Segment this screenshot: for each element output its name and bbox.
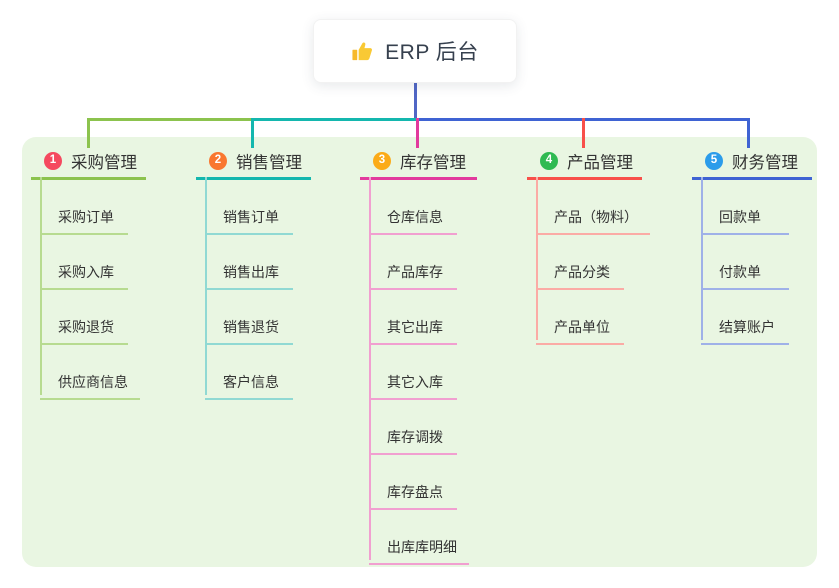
branch-connector-segment-1 [87,118,253,121]
child-node[interactable]: 库存盘点 [369,455,457,510]
branch-node-4: 4 产品管理产品（物料） 产品分类产品单位 [527,149,650,345]
child-label: 库存盘点 [387,484,443,500]
branch-children: 产品（物料） 产品分类产品单位 [527,177,650,345]
branch-badge: 2 [209,152,227,170]
child-label: 产品（物料） [554,209,638,225]
branch-node-2: 2 销售管理销售订单销售出库销售退货客户信息 [196,149,311,400]
root-label: ERP 后台 [385,41,479,64]
child-label: 产品库存 [387,264,443,280]
branch-children: 回款单付款单结算账户 [692,177,812,345]
branch-header[interactable]: 5 财务管理 [692,149,812,180]
branch-connector-drop-1 [87,118,90,148]
child-node[interactable]: 供应商信息 [40,345,140,400]
child-label: 采购入库 [58,264,114,280]
root-connector-vertical [414,83,417,118]
child-label: 销售订单 [223,209,279,225]
branch-header[interactable]: 3 库存管理 [360,149,477,180]
child-node[interactable]: 采购退货 [40,290,128,345]
branch-connector-drop-3 [416,118,419,148]
child-node[interactable]: 采购订单 [40,180,128,235]
child-label: 采购订单 [58,209,114,225]
branch-label: 采购管理 [71,154,137,172]
child-node[interactable]: 产品（物料） [536,180,650,235]
child-label: 销售退货 [223,319,279,335]
branch-header[interactable]: 4 产品管理 [527,149,642,180]
branch-child-connector [701,177,703,340]
child-node[interactable]: 结算账户 [701,290,789,345]
thumbs-up-icon [351,40,374,63]
branch-connector-segment-2 [251,118,417,121]
child-label: 客户信息 [223,374,279,390]
child-label: 回款单 [719,209,761,225]
child-node[interactable]: 回款单 [701,180,789,235]
branch-badge: 5 [705,152,723,170]
child-node[interactable]: 销售订单 [205,180,293,235]
branch-children: 销售订单销售出库销售退货客户信息 [196,177,311,400]
child-label: 产品单位 [554,319,610,335]
child-node[interactable]: 付款单 [701,235,789,290]
child-node[interactable]: 其它入库 [369,345,457,400]
branch-badge: 1 [44,152,62,170]
branch-label: 财务管理 [732,154,798,172]
child-node[interactable]: 产品分类 [536,235,624,290]
branch-header[interactable]: 1 采购管理 [31,149,146,180]
branch-connector-drop-4 [582,118,585,148]
branch-node-3: 3 库存管理仓库信息产品库存其它出库其它入库库存调拨库存盘点出库库明细 [360,149,477,565]
branch-connector-drop-5 [747,118,750,148]
mindmap-panel [22,137,817,567]
child-node[interactable]: 采购入库 [40,235,128,290]
child-label: 供应商信息 [58,374,128,390]
branch-children: 采购订单采购入库采购退货供应商信息 [31,177,146,400]
child-label: 付款单 [719,264,761,280]
child-label: 其它入库 [387,374,443,390]
child-node[interactable]: 客户信息 [205,345,293,400]
branch-label: 产品管理 [567,154,633,172]
child-node[interactable]: 其它出库 [369,290,457,345]
branch-child-connector [205,177,207,395]
child-node[interactable]: 库存调拨 [369,400,457,455]
branch-node-1: 1 采购管理采购订单采购入库采购退货供应商信息 [31,149,146,400]
child-label: 出库库明细 [387,539,457,555]
child-node[interactable]: 销售出库 [205,235,293,290]
branch-node-5: 5 财务管理回款单付款单结算账户 [692,149,812,345]
child-label: 产品分类 [554,264,610,280]
branch-children: 仓库信息产品库存其它出库其它入库库存调拨库存盘点出库库明细 [360,177,477,565]
branch-label: 库存管理 [400,154,466,172]
child-node[interactable]: 仓库信息 [369,180,457,235]
branch-child-connector [369,177,371,560]
child-node[interactable]: 产品单位 [536,290,624,345]
branch-label: 销售管理 [236,154,302,172]
child-label: 仓库信息 [387,209,443,225]
child-node[interactable]: 产品库存 [369,235,457,290]
child-label: 结算账户 [719,319,775,335]
child-node[interactable]: 出库库明细 [369,510,469,565]
child-label: 销售出库 [223,264,279,280]
branch-header[interactable]: 2 销售管理 [196,149,311,180]
child-label: 库存调拨 [387,429,443,445]
branch-child-connector [536,177,538,340]
branch-badge: 3 [373,152,391,170]
child-label: 采购退货 [58,319,114,335]
child-node[interactable]: 销售退货 [205,290,293,345]
branch-badge: 4 [540,152,558,170]
root-node[interactable]: ERP 后台 [313,19,517,83]
branch-child-connector [40,177,42,395]
branch-connector-drop-2 [251,118,254,148]
child-label: 其它出库 [387,319,443,335]
